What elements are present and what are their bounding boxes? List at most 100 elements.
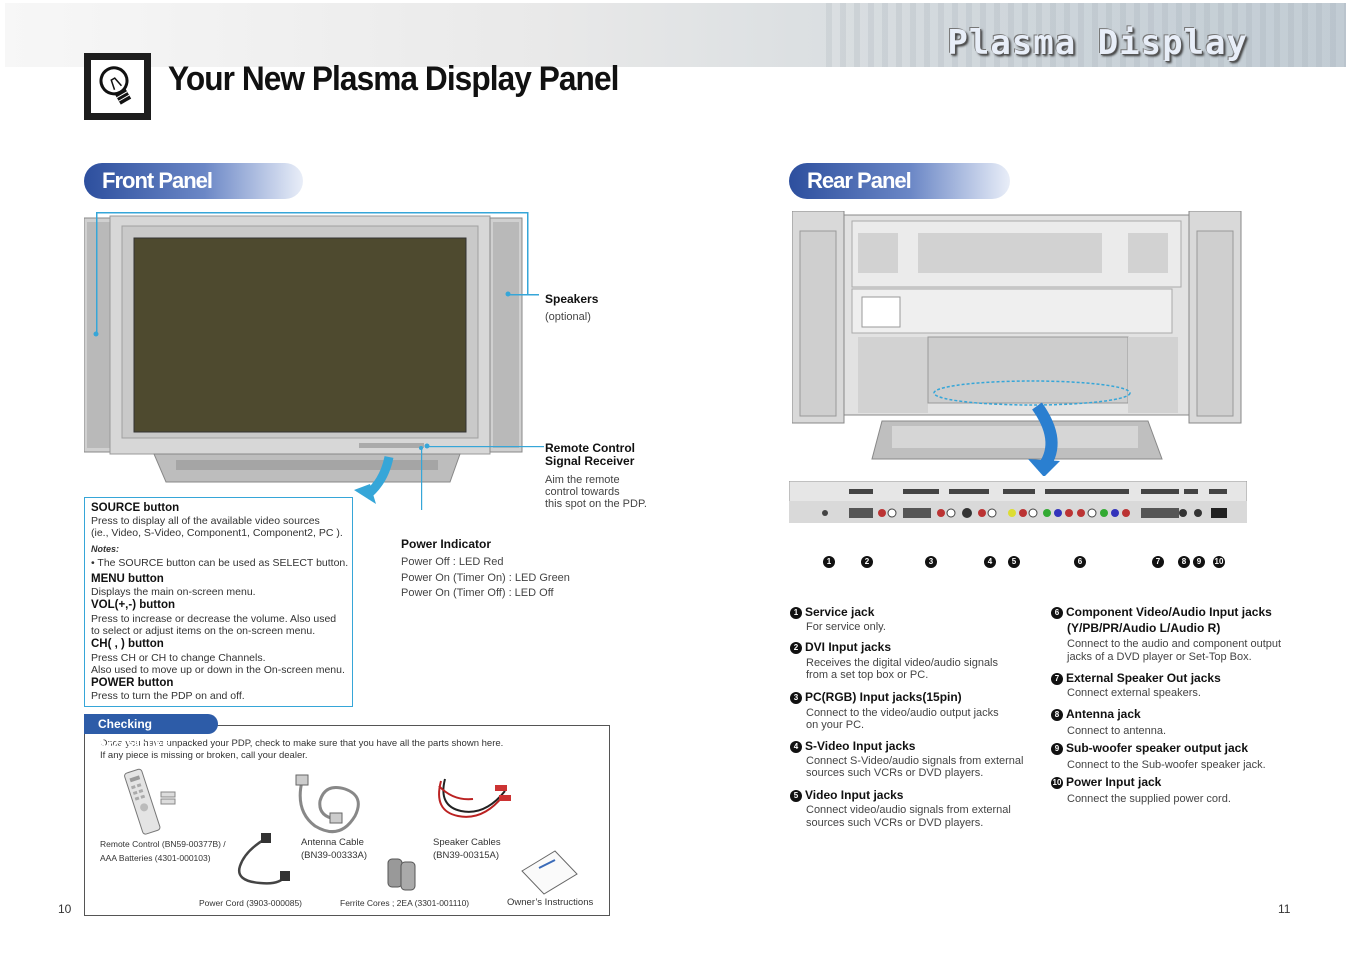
rear-item-9-desc-1: Connect to the Sub-woofer speaker jack.: [1067, 759, 1266, 771]
front-panel-illustration: [84, 212, 544, 510]
source-button-text-1: Press to display all of the available vi…: [91, 515, 320, 527]
rear-item-1-desc-1: For service only.: [806, 621, 886, 633]
lightbulb-icon: [99, 66, 132, 105]
rear-item-8-title-text: Antenna jack: [1066, 707, 1141, 721]
jack-number-8-label: 8: [1178, 555, 1190, 568]
checking-accessories-tab: Checking Accessories: [84, 714, 218, 751]
power-indicator-line-1: Power Off : LED Red: [401, 556, 504, 568]
rear-item-9-title-text: Sub-woofer speaker output jack: [1066, 741, 1249, 755]
jack-number-4-label: 4: [984, 555, 996, 568]
owners-instructions-icon: [521, 850, 578, 895]
speaker-cables-icon: [438, 778, 511, 818]
jack-number-3: 3: [925, 553, 940, 571]
front-panel-heading: Front Panel: [84, 163, 303, 199]
jack-number-7: 7: [1152, 553, 1167, 571]
vol-button-text-2: to select or adjust items on the on-scre…: [91, 625, 316, 637]
rear-item-1-title-text: Service jack: [805, 605, 875, 619]
rear-item-4-num: 4: [790, 740, 802, 753]
header-banner: Plasma Display: [5, 3, 1346, 67]
rear-item-10-desc-1: Connect the supplied power cord.: [1067, 793, 1231, 805]
accessories-intro-2: If any piece is missing or broken, call …: [100, 750, 308, 761]
power-indicator-label: Power Indicator: [401, 537, 492, 551]
speakers-note: (optional): [545, 311, 591, 323]
rear-item-8-num: 8: [1051, 708, 1063, 721]
jack-number-6: 6: [1074, 553, 1089, 571]
rear-item-9-num: 9: [1051, 742, 1063, 755]
rear-item-10-num: 10: [1051, 776, 1063, 789]
jack-number-5-label: 5: [1008, 555, 1020, 568]
rear-item-3-num: 3: [790, 691, 802, 704]
jack-number-3-label: 3: [925, 555, 937, 568]
front-panel-heading-text: Front Panel: [102, 168, 213, 193]
power-indicator-line-3: Power On (Timer Off) : LED Off: [401, 587, 554, 599]
remote-desc-3: this spot on the PDP.: [545, 498, 647, 510]
rear-item-2-title-text: DVI Input jacks: [805, 640, 892, 654]
lightbulb-logo: [84, 53, 151, 120]
page-number-right: 11: [1278, 902, 1291, 916]
jack-number-2-label: 2: [861, 555, 873, 568]
banner-decoration: [826, 3, 1346, 67]
rear-item-6-title-2: (Y/PB/PR/Audio L/Audio R): [1067, 621, 1221, 635]
jack-number-4: 4: [984, 553, 999, 571]
rear-item-8-desc-1: Connect to antenna.: [1067, 725, 1167, 737]
rear-panel-heading: Rear Panel: [789, 163, 1010, 199]
rear-item-4-desc-1: Connect S-Video/audio signals from exter…: [806, 755, 1024, 767]
remote-label-1: Remote Control: [545, 441, 635, 455]
jack-number-7-label: 7: [1152, 555, 1164, 568]
speakers-label: Speakers: [545, 292, 599, 306]
rear-item-3-desc-1: Connect to the video/audio output jacks: [806, 707, 999, 719]
vol-button-heading: VOL(+,-) button: [91, 599, 175, 611]
rear-item-6-num: 6: [1051, 606, 1063, 619]
rear-item-2-desc-2: from a set top box or PC.: [806, 669, 929, 681]
rear-item-7-desc-1: Connect external speakers.: [1067, 687, 1201, 699]
rear-item-3-title-text: PC(RGB) Input jacks(15pin): [805, 690, 962, 704]
owners-instructions-label: Owner’s Instructions: [507, 897, 594, 908]
page-title: Your New Plasma Display Panel: [168, 60, 619, 98]
rear-item-7-num: 7: [1051, 672, 1063, 685]
menu-button-text: Displays the main on-screen menu.: [91, 586, 256, 598]
rear-item-4-desc-2: sources such VCRs or DVD players.: [806, 767, 984, 779]
rear-item-5-num: 5: [790, 789, 802, 802]
ch-button-heading: CH( , ) button: [91, 638, 164, 650]
remote-desc-1: Aim the remote: [545, 474, 620, 486]
power-indicator-line-2: Power On (Timer On) : LED Green: [401, 572, 570, 584]
rear-item-4-title-text: S-Video Input jacks: [805, 739, 916, 753]
power-button-text: Press to turn the PDP on and off.: [91, 690, 245, 702]
jack-number-10-label: 10: [1213, 555, 1225, 568]
rear-item-2-desc-1: Receives the digital video/audio signals: [806, 657, 999, 669]
banner-title: Plasma Display: [947, 23, 1248, 63]
antenna-cable-label-1: Antenna Cable: [301, 837, 364, 848]
notes-heading: Notes:: [91, 544, 120, 554]
ch-button-text-1: Press CH or CH to change Channels.: [91, 652, 266, 664]
remote-control-label-1: Remote Control (BN59-00377B) /: [100, 839, 226, 849]
notes-text: • The SOURCE button can be used as SELEC…: [91, 557, 349, 569]
antenna-cable-icon: [295, 774, 360, 834]
rear-item-7-title-text: External Speaker Out jacks: [1066, 671, 1221, 685]
rear-item-5-title-text: Video Input jacks: [805, 788, 904, 802]
jack-number-1-label: 1: [823, 555, 835, 568]
jack-number-6-label: 6: [1074, 555, 1086, 568]
jack-number-10: 10: [1213, 553, 1228, 571]
rear-item-6-title-text: Component Video/Audio Input jacks: [1066, 605, 1272, 619]
remote-control-label-2: AAA Batteries (4301-000103): [100, 853, 211, 863]
jack-number-5: 5: [1008, 553, 1023, 571]
accessories-intro-1: Once you have unpacked your PDP, check t…: [100, 738, 504, 749]
rear-item-3-desc-2: on your PC.: [806, 719, 865, 731]
accessories-box: Once you have unpacked your PDP, check t…: [84, 725, 610, 916]
rear-item-6-desc-2: jacks of a DVD player or Set-Top Box.: [1067, 651, 1252, 663]
power-button-heading: POWER button: [91, 677, 174, 689]
rear-item-5-desc-1: Connect video/audio signals from externa…: [806, 804, 1011, 816]
power-cord-icon: [237, 833, 290, 885]
remote-control-icon: [124, 768, 176, 835]
jack-number-9: 9: [1193, 553, 1208, 571]
jack-number-1: 1: [823, 553, 838, 571]
